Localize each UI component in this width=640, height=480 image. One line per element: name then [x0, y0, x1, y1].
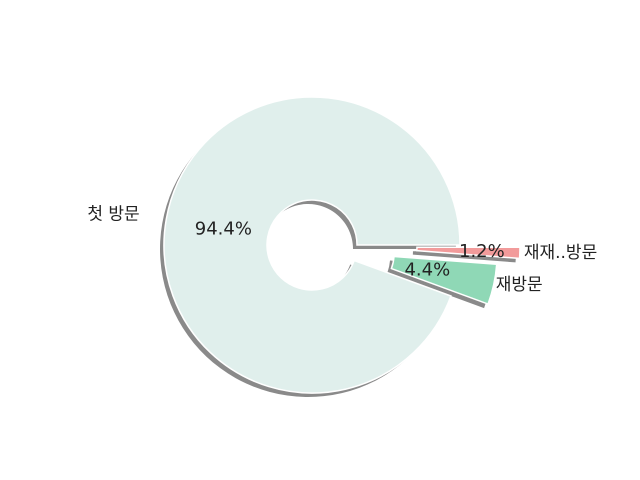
category-label-2: 재방문: [496, 275, 543, 295]
slice-1: [163, 96, 461, 394]
value-label-1: 94.4%: [195, 219, 252, 240]
slice-2: [390, 255, 498, 306]
slice-3: [416, 246, 521, 260]
value-label-2: 4.4%: [404, 260, 450, 281]
category-label-3: 재재..방문: [524, 243, 597, 263]
labels: 94.4% 첫 방문 4.4% 재방문 1.2% 재재..방문: [87, 204, 597, 294]
value-label-3: 1.2%: [459, 241, 505, 262]
category-label-1: 첫 방문: [87, 204, 139, 224]
slices: [163, 96, 521, 394]
